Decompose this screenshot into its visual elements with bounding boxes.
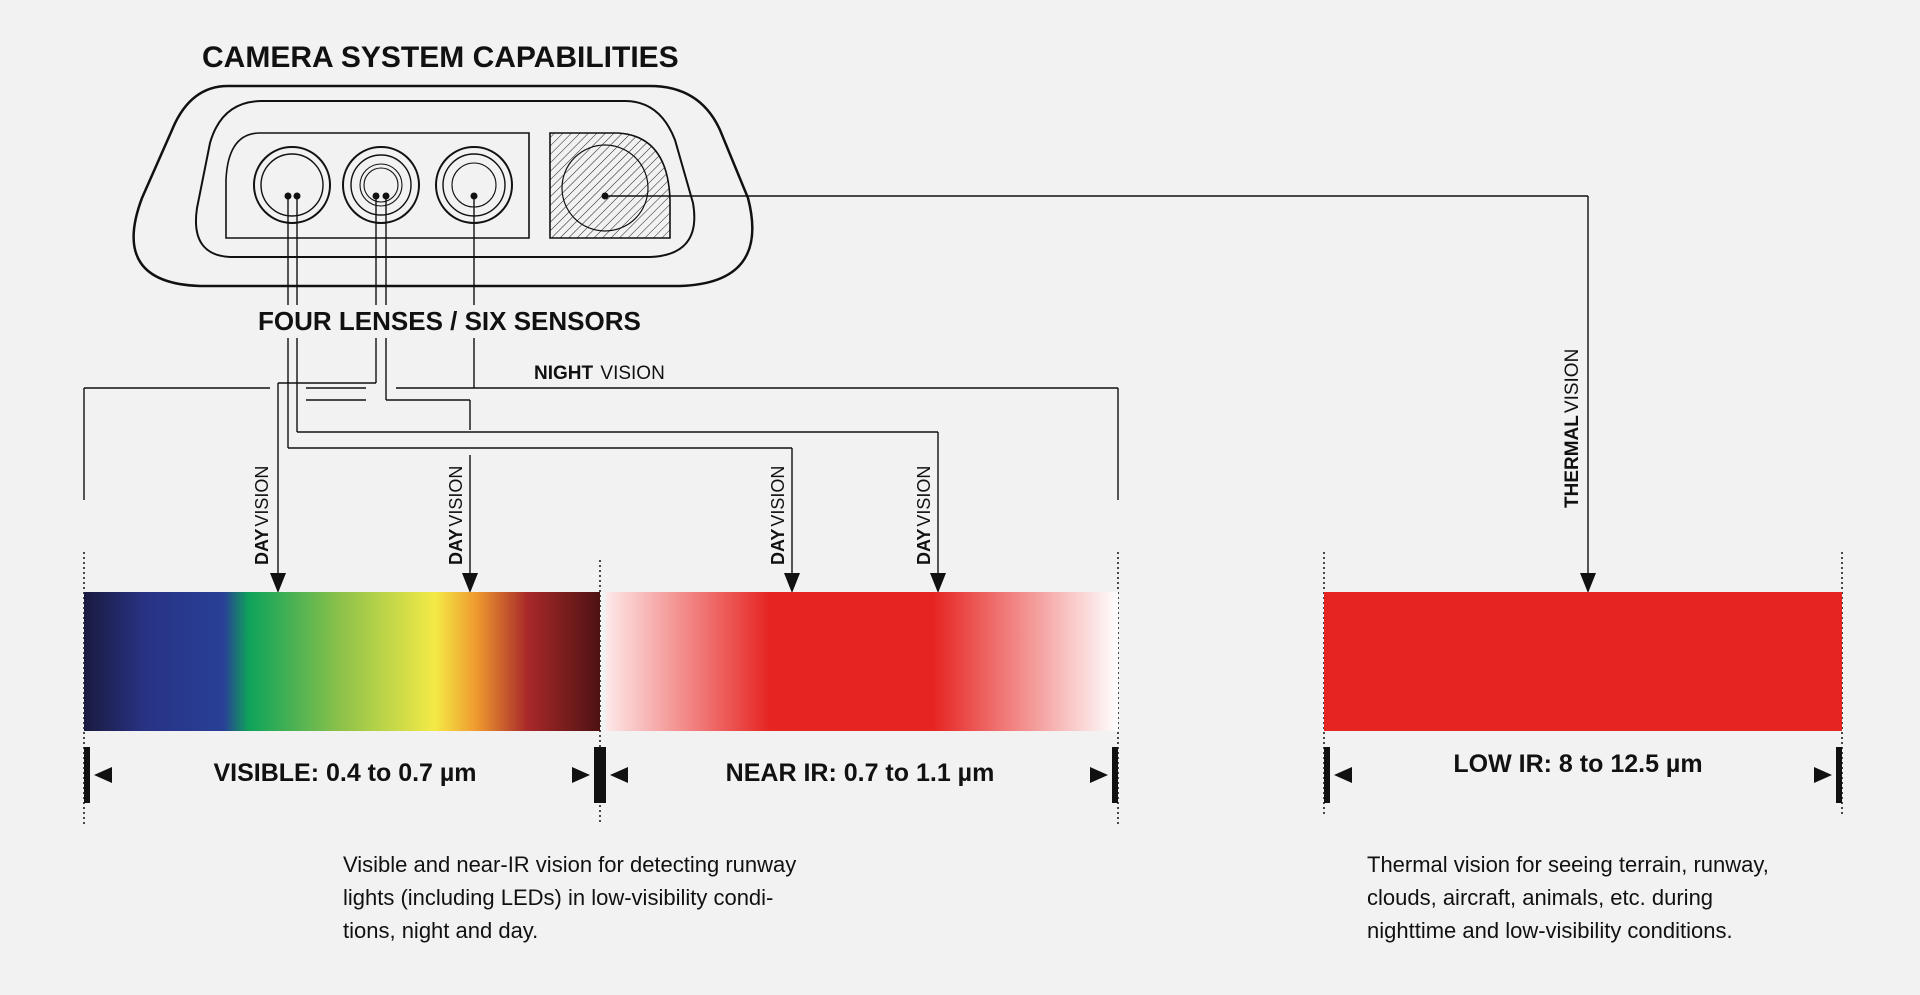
svg-text:nighttime and low-visibility c: nighttime and low-visibility conditions. [1367, 918, 1733, 943]
visible-band [84, 592, 600, 731]
lens-sensor-label: FOUR LENSES / SIX SENSORS [258, 306, 641, 336]
low-ir-band [1324, 592, 1842, 731]
thermal-description: Thermal vision for seeing terrain, runwa… [1367, 852, 1769, 943]
day-vision-label-4: DAYVISION [914, 466, 934, 565]
thermal-arrowhead [1580, 573, 1596, 593]
visible-range-label: VISIBLE: 0.4 to 0.7 µm [213, 759, 476, 787]
thermal-vision-label: THERMALVISION [1562, 349, 1583, 508]
diagram-title: CAMERA SYSTEM CAPABILITIES [202, 41, 679, 74]
svg-text:lights (including LEDs) in low: lights (including LEDs) in low-visibilit… [343, 885, 773, 910]
visible-nir-description: Visible and near-IR vision for detecting… [343, 852, 796, 943]
thermal-lens [549, 132, 671, 239]
svg-text:Visible and near-IR vision for: Visible and near-IR vision for detecting… [343, 852, 796, 877]
range-end-bars [84, 747, 1842, 803]
svg-text:Thermal vision for seeing terr: Thermal vision for seeing terrain, runwa… [1367, 852, 1769, 877]
lens-2 [342, 146, 420, 224]
day-vision-label-2: DAYVISION [446, 466, 466, 565]
range-arrowheads [94, 767, 1832, 783]
lens-1 [253, 146, 331, 224]
day-vision-arrowheads [270, 573, 946, 593]
sensor-leader-lines [83, 195, 1589, 578]
night-vision-label: NIGHT VISION [534, 363, 665, 384]
lens-window [225, 132, 530, 239]
low-ir-range-label: LOW IR: 8 to 12.5 µm [1453, 750, 1702, 778]
camera-housing [132, 84, 754, 288]
day-vision-label-1: DAYVISION [252, 466, 272, 565]
svg-text:tions, night and day.: tions, night and day. [343, 918, 538, 943]
day-vision-label-3: DAYVISION [768, 466, 788, 565]
near-ir-range-label: NEAR IR: 0.7 to 1.1 µm [726, 759, 995, 787]
near-ir-band [606, 592, 1118, 731]
svg-text:clouds, aircraft, animals, etc: clouds, aircraft, animals, etc. during [1367, 885, 1713, 910]
